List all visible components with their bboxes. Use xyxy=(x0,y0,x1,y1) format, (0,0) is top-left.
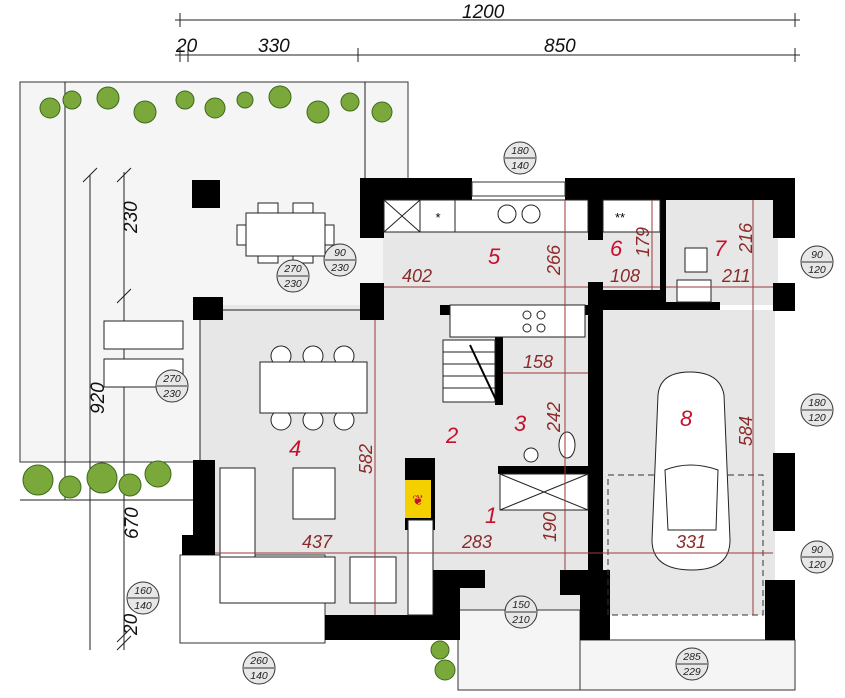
svg-text:229: 229 xyxy=(682,666,701,678)
svg-text:90: 90 xyxy=(811,544,823,556)
svg-text:270: 270 xyxy=(283,263,302,275)
svg-text:140: 140 xyxy=(250,670,268,682)
svg-text:140: 140 xyxy=(511,160,529,172)
parking-space xyxy=(607,474,764,616)
terrace-pillar xyxy=(192,180,220,208)
dim-left-offset: 20 xyxy=(175,36,198,57)
room-7-label: 7 xyxy=(714,236,727,261)
dim-boiler-depth: 216 xyxy=(736,222,756,254)
kitchen-counter xyxy=(383,199,661,338)
side-dimension-lines xyxy=(82,167,132,651)
dim-terrace-width: 330 xyxy=(258,36,290,57)
dim-pantry-depth: 179 xyxy=(633,227,653,257)
boiler xyxy=(684,247,708,273)
room-2-label: 2 xyxy=(445,423,458,448)
dim-pantry-width: 108 xyxy=(610,266,640,286)
dim-living-depth: 582 xyxy=(356,444,376,474)
kitchen-window xyxy=(471,181,566,197)
overall-dimension-lines xyxy=(175,13,800,62)
dim-total-width: 1200 xyxy=(462,2,505,23)
dim-house-width: 850 xyxy=(544,36,576,57)
dim-garage-depth: 584 xyxy=(736,416,756,446)
svg-text:140: 140 xyxy=(134,600,152,612)
svg-text:180: 180 xyxy=(511,145,529,157)
svg-text:285: 285 xyxy=(682,651,701,663)
dim-kitchen-width: 402 xyxy=(402,266,432,286)
svg-text:120: 120 xyxy=(808,559,826,571)
dim-hall-depth: 190 xyxy=(540,512,560,542)
dim-total-depth: 920 xyxy=(88,382,109,414)
svg-text:150: 150 xyxy=(512,599,530,611)
svg-text:120: 120 xyxy=(808,412,826,424)
staircase xyxy=(442,339,498,403)
svg-text:230: 230 xyxy=(330,262,349,274)
svg-text:230: 230 xyxy=(283,278,302,290)
svg-text:160: 160 xyxy=(134,585,152,597)
room-6-label: 6 xyxy=(610,236,623,261)
dim-bottom-offset: 20 xyxy=(121,613,142,636)
room-8-label: 8 xyxy=(680,406,693,431)
dim-bath-width: 158 xyxy=(523,352,553,372)
dim-boiler-width: 211 xyxy=(721,266,751,286)
dim-house-depth: 670 xyxy=(122,507,143,539)
hedge-plants xyxy=(22,85,456,681)
room-5-label: 5 xyxy=(488,244,501,269)
washbasin xyxy=(523,447,539,463)
svg-text:210: 210 xyxy=(511,614,530,626)
interior-dimension-lines xyxy=(215,200,773,615)
washing-machine xyxy=(676,279,712,303)
fireplace xyxy=(405,480,431,518)
dim-bath-depth: 242 xyxy=(544,402,564,433)
svg-text:90: 90 xyxy=(811,249,823,261)
svg-text:120: 120 xyxy=(808,264,826,276)
fridge-icon: * xyxy=(435,210,440,225)
dim-garage-width: 331 xyxy=(676,532,706,552)
dim-kitchen-depth: 266 xyxy=(544,244,564,276)
svg-text:260: 260 xyxy=(249,655,268,667)
living-room-furniture xyxy=(219,467,434,616)
svg-text:230: 230 xyxy=(162,388,181,400)
freezer-icon: ** xyxy=(615,210,625,225)
room-1-label: 1 xyxy=(485,503,497,528)
dim-living-width: 437 xyxy=(302,532,333,552)
svg-text:90: 90 xyxy=(334,247,346,259)
outdoor-dining-table xyxy=(236,202,335,264)
fire-icon: ❦ xyxy=(412,492,424,508)
walls xyxy=(182,178,795,640)
room-4-label: 4 xyxy=(289,436,301,461)
dining-table xyxy=(259,345,368,431)
svg-text:270: 270 xyxy=(162,373,181,385)
room-3-label: 3 xyxy=(514,411,527,436)
dim-terrace-depth: 230 xyxy=(121,201,142,234)
toilet xyxy=(558,431,576,459)
dim-hall-width: 283 xyxy=(461,532,492,552)
svg-text:180: 180 xyxy=(808,397,826,409)
